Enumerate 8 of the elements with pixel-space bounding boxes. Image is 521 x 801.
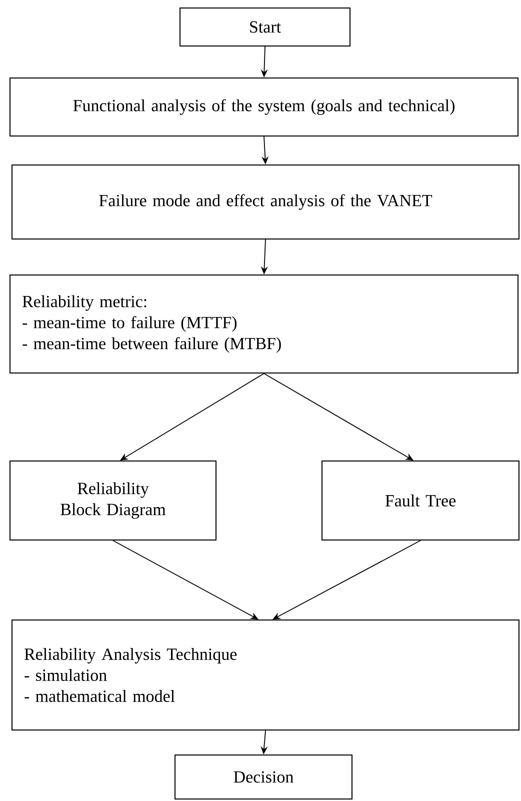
process-box: Reliability Analysis Technique - simulation - mathematical model xyxy=(12,620,520,730)
process-box: Fault Tree xyxy=(322,460,520,540)
process-box: Decision xyxy=(174,754,352,800)
process-box: Failure mode and effect analysis of the VANET xyxy=(12,164,520,240)
process-box: Start xyxy=(180,8,350,46)
process-box: Reliability metric: - mean-time to failure (MTTF) - mean-time between failure (MTBF) xyxy=(10,274,518,374)
process-box: Functional analysis of the system (goals and technical) xyxy=(10,78,518,136)
process-box: Reliability Block Diagram xyxy=(10,460,216,540)
